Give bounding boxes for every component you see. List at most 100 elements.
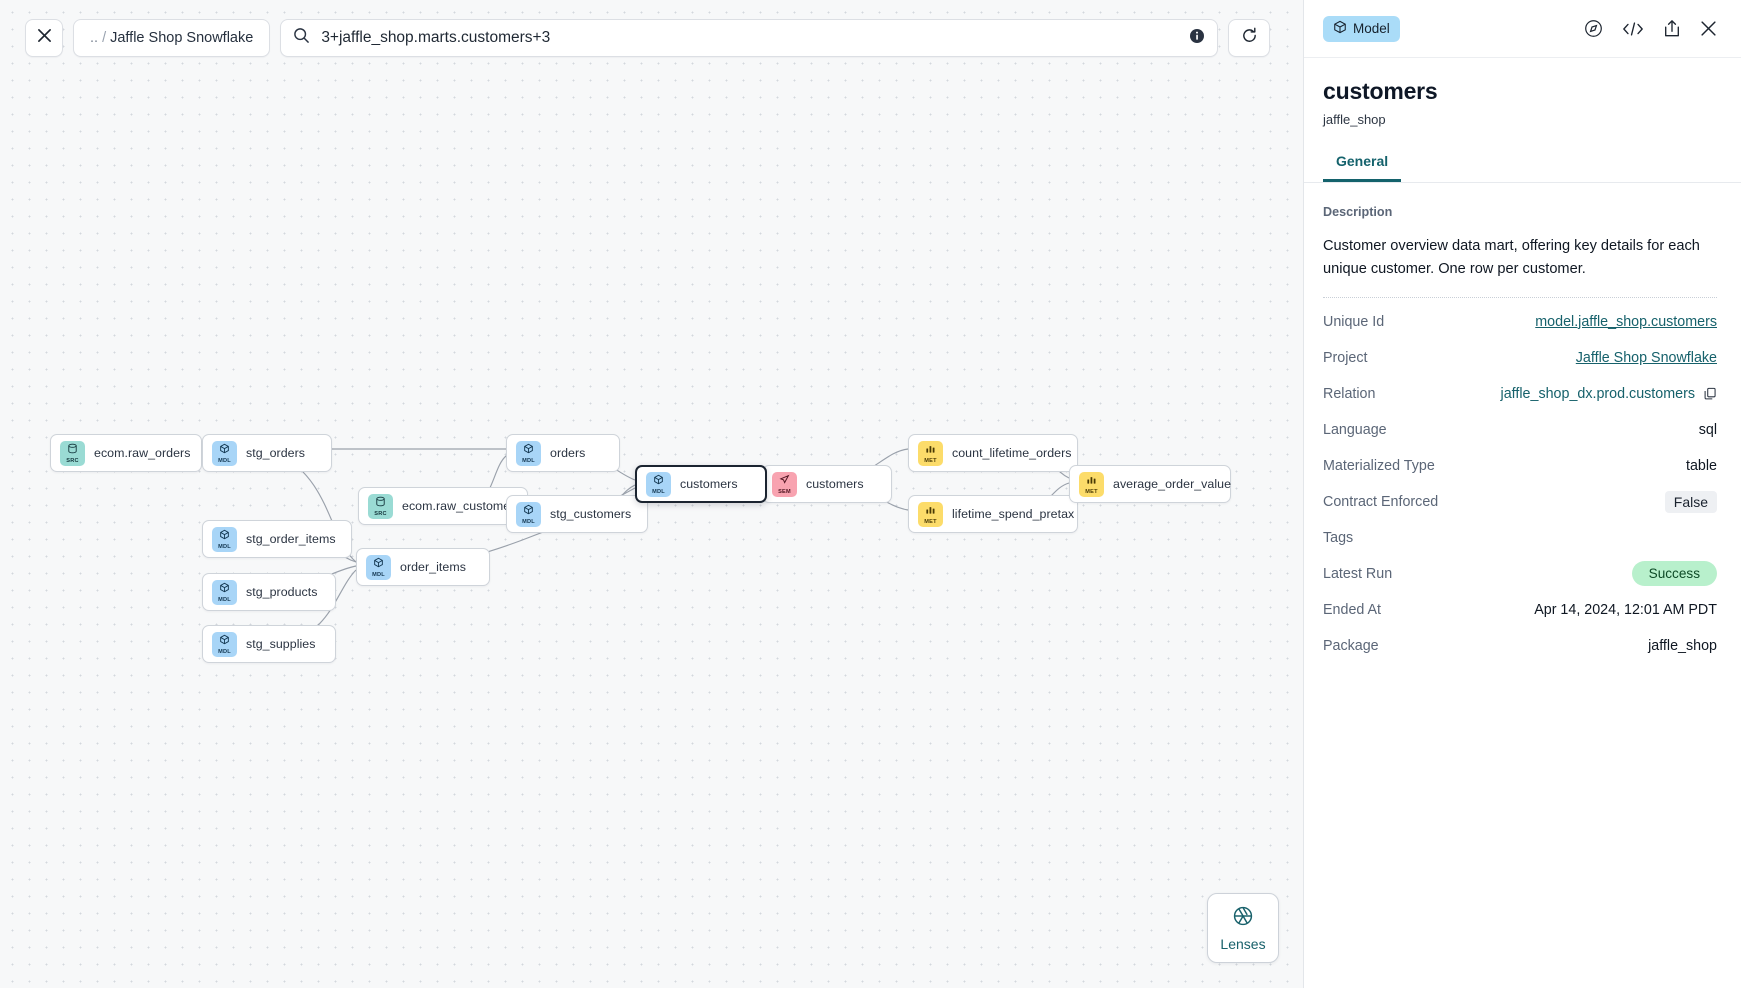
node-label: customers <box>806 477 864 491</box>
close-panel-icon[interactable] <box>1700 20 1717 37</box>
info-icon[interactable] <box>1189 28 1205 49</box>
canvas-toolbar: .. / Jaffle Shop Snowflake <box>25 19 1271 57</box>
property-key: Language <box>1323 421 1387 438</box>
breadcrumb-prefix: .. <box>90 30 99 46</box>
lineage-node-customers_model[interactable]: MDL customers <box>635 465 767 503</box>
lineage-node-ecom_raw_customers[interactable]: SRC ecom.raw_customers <box>358 487 528 525</box>
divider <box>1323 297 1717 299</box>
lineage-node-lifetime_spend_pretax[interactable]: MET lifetime_spend_pretax <box>908 495 1078 533</box>
property-row: Package jaffle_shop <box>1323 622 1717 658</box>
lineage-node-order_items[interactable]: MDL order_items <box>356 548 490 586</box>
property-value[interactable]: Jaffle Shop Snowflake <box>1575 349 1717 366</box>
tab-general[interactable]: General <box>1323 153 1402 182</box>
description-label: Description <box>1323 205 1393 219</box>
node-label: count_lifetime_orders <box>952 446 1072 460</box>
node-label: orders <box>550 446 586 460</box>
node-label: average_order_value <box>1113 477 1232 491</box>
compass-icon[interactable] <box>1584 19 1603 38</box>
aperture-icon <box>1232 905 1254 932</box>
search-icon <box>293 27 310 49</box>
close-lineage-button[interactable] <box>25 19 63 57</box>
property-key: Ended At <box>1323 601 1382 618</box>
code-icon[interactable] <box>1622 20 1644 38</box>
property-value[interactable]: model.jaffle_shop.customers <box>1535 313 1717 330</box>
node-label: lifetime_spend_pretax <box>952 507 1075 521</box>
lineage-node-average_order_value[interactable]: MET average_order_value <box>1069 465 1231 503</box>
property-value: Apr 14, 2024, 12:01 AM PDT <box>1534 601 1717 618</box>
node-type-badge-mdl-icon: MDL <box>366 554 391 580</box>
node-label: ecom.raw_orders <box>94 446 191 460</box>
breadcrumb[interactable]: .. / Jaffle Shop Snowflake <box>73 19 271 57</box>
lineage-node-count_lifetime_orders[interactable]: MET count_lifetime_orders <box>908 434 1078 472</box>
node-type-badge-mdl-icon: MDL <box>646 471 671 497</box>
copy-icon[interactable] <box>1703 387 1717 401</box>
page-title: customers <box>1323 78 1438 104</box>
node-label: order_items <box>400 560 466 574</box>
node-type-badge-src-icon: SRC <box>368 493 393 519</box>
description-text: Customer overview data mart, offering ke… <box>1323 238 1700 277</box>
property-row: Tags <box>1323 514 1717 550</box>
share-icon[interactable] <box>1663 19 1681 38</box>
property-key: Tags <box>1323 529 1354 546</box>
lineage-node-stg_orders[interactable]: MDL stg_orders <box>202 434 332 472</box>
breadcrumb-separator: / <box>102 30 107 46</box>
node-label: ecom.raw_customers <box>402 499 521 513</box>
node-type-badge-met-icon: MET <box>918 440 943 466</box>
panel-tabs: General <box>1304 153 1741 183</box>
property-key: Latest Run <box>1323 565 1393 582</box>
property-key: Relation <box>1323 385 1376 402</box>
lenses-button[interactable]: Lenses <box>1207 893 1279 963</box>
refresh-icon <box>1241 27 1258 49</box>
node-type-badge-mdl-icon: MDL <box>212 579 237 605</box>
breadcrumb-project: Jaffle Shop Snowflake <box>110 30 254 46</box>
node-type-badge-mdl-icon: MDL <box>212 631 237 657</box>
node-type-badge-met-icon: MET <box>918 501 943 527</box>
node-type-badge-mdl-icon: MDL <box>516 501 541 527</box>
node-type-badge-met-icon: MET <box>1079 471 1104 497</box>
property-key: Package <box>1323 637 1379 654</box>
status-badge: Success <box>1631 561 1717 587</box>
resource-type-label: Model <box>1353 21 1390 36</box>
node-type-badge-sem-icon: SEM <box>772 471 797 497</box>
property-value: sql <box>1698 421 1717 438</box>
node-label: stg_orders <box>246 446 306 460</box>
property-row: Language sql <box>1323 406 1717 442</box>
search-input[interactable] <box>321 29 1179 47</box>
page-subtitle: jaffle_shop <box>1323 112 1386 127</box>
node-type-badge-mdl-icon: MDL <box>212 440 237 466</box>
details-panel: Model customers jaffle_shop <box>1303 0 1741 988</box>
panel-content: Description Customer overview data mart,… <box>1304 183 1741 658</box>
close-icon <box>37 28 52 48</box>
node-label: customers <box>680 477 738 491</box>
resource-type-chip[interactable]: Model <box>1323 15 1400 42</box>
node-type-badge-mdl-icon: MDL <box>516 440 541 466</box>
property-key: Unique Id <box>1323 313 1385 330</box>
panel-toolbar: Model <box>1304 0 1741 58</box>
property-row: Ended At Apr 14, 2024, 12:01 AM PDT <box>1323 586 1717 622</box>
property-row: Latest Run Success <box>1323 550 1717 587</box>
property-row: Materialized Type table <box>1323 442 1717 478</box>
property-value: jaffle_shop <box>1648 637 1717 654</box>
property-row: Project Jaffle Shop Snowflake <box>1323 334 1717 370</box>
lineage-node-stg_customers[interactable]: MDL stg_customers <box>506 495 648 533</box>
property-key: Contract Enforced <box>1323 493 1439 510</box>
property-value: table <box>1685 457 1717 474</box>
lineage-node-orders[interactable]: MDL orders <box>506 434 620 472</box>
lineage-node-customers_semantic[interactable]: SEM customers <box>762 465 892 503</box>
node-label: stg_products <box>246 585 318 599</box>
search-box[interactable] <box>280 19 1219 57</box>
node-type-badge-mdl-icon: MDL <box>212 526 237 552</box>
node-label: stg_customers <box>550 507 632 521</box>
lineage-node-stg_products[interactable]: MDL stg_products <box>202 573 336 611</box>
refresh-button[interactable] <box>1228 19 1271 57</box>
lenses-label: Lenses <box>1220 935 1266 952</box>
property-key: Project <box>1323 349 1368 366</box>
property-key: Materialized Type <box>1323 457 1435 474</box>
